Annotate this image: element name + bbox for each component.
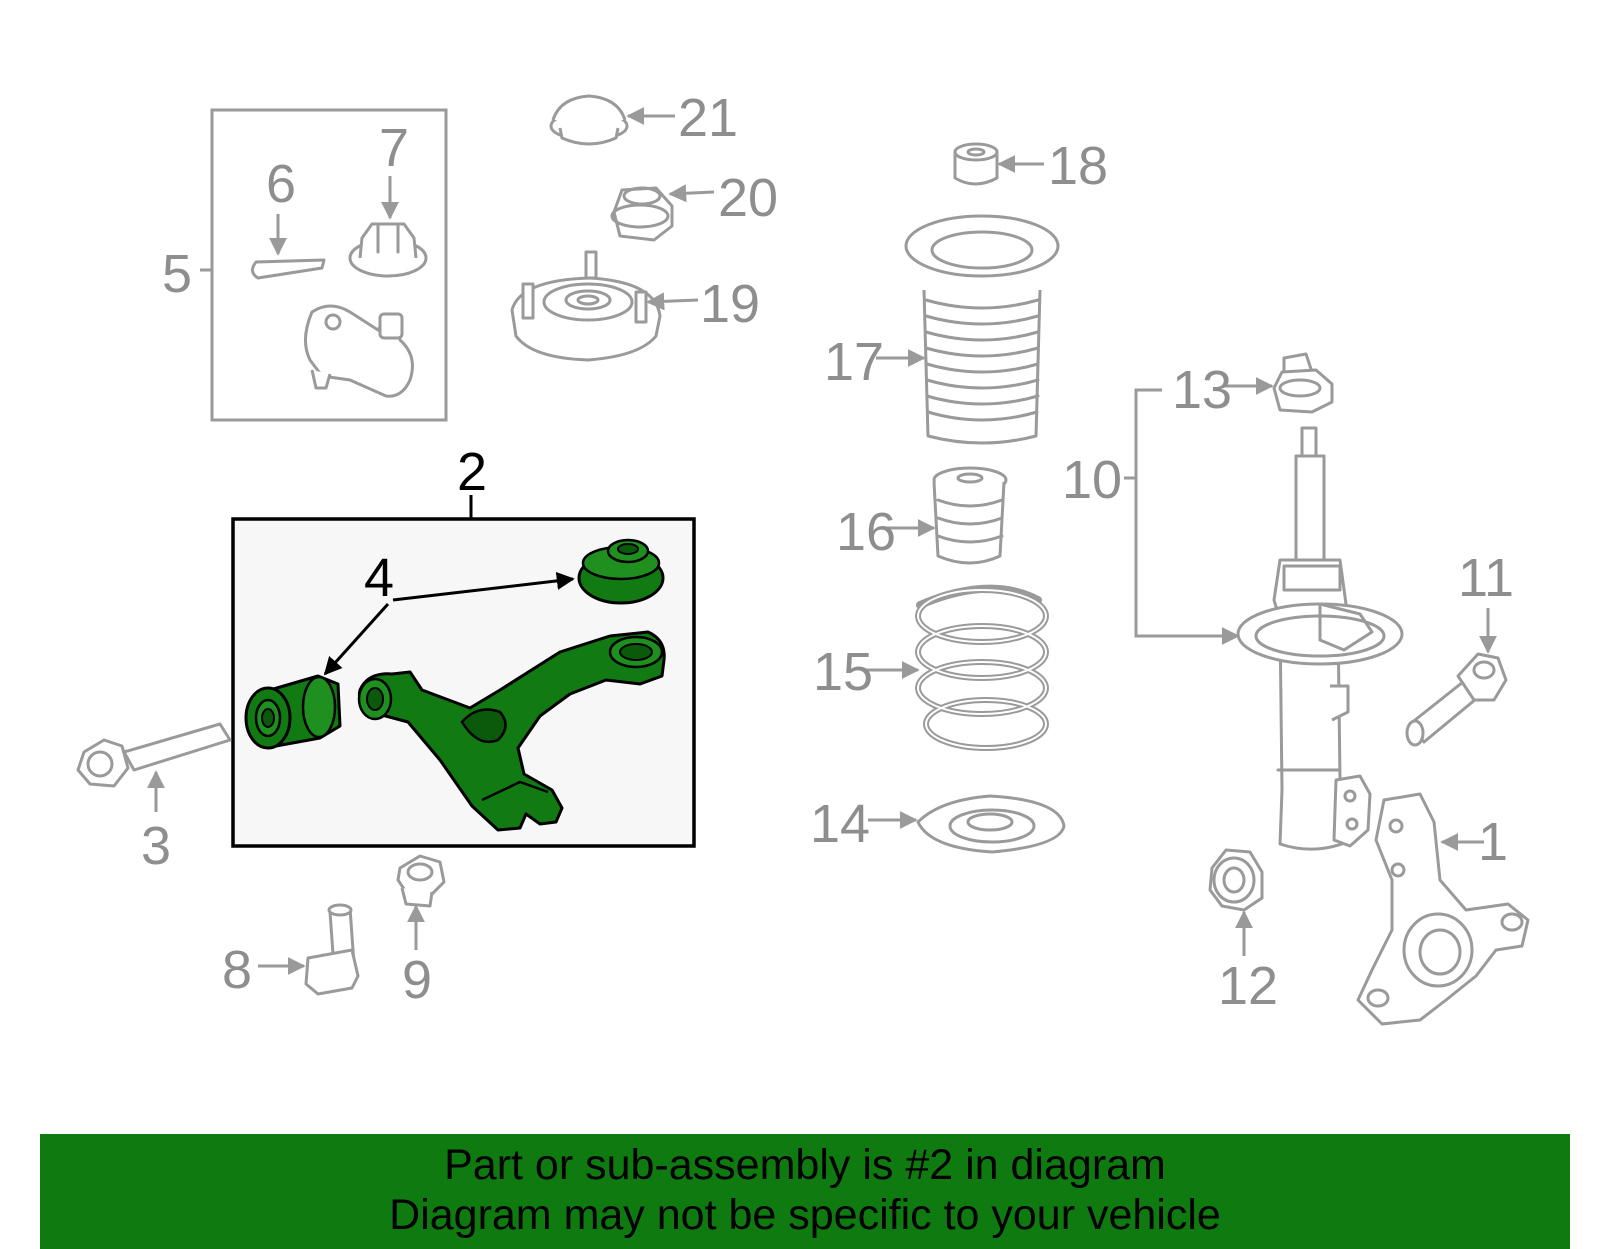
lower-control-arm-part: [357, 630, 666, 832]
info-banner: Part or sub-assembly is #2 in diagram Di…: [40, 1134, 1570, 1249]
bushing-part-18: [953, 142, 999, 186]
nut-part-9: [396, 854, 446, 908]
bolt-part-11: [1405, 652, 1508, 747]
castle-nut-part: [348, 222, 428, 278]
callout-15: 15: [813, 642, 873, 702]
callout-18: 18: [1048, 136, 1108, 196]
steering-knuckle-part-1: [1356, 792, 1530, 1026]
callout-16: 16: [836, 502, 896, 562]
ball-joint-part: [304, 304, 414, 398]
callout-5: 5: [162, 244, 192, 304]
dust-boot-part-17: [904, 214, 1060, 445]
strut-mount-part-19: [510, 250, 662, 362]
spring-seat-part-14: [916, 794, 1066, 854]
cotter-pin-part: [251, 258, 326, 280]
callout-19: 19: [700, 274, 760, 334]
leader-lines: [147, 107, 1497, 975]
nut-part-12: [1208, 848, 1264, 912]
callout-12: 12: [1218, 956, 1278, 1016]
callout-6: 6: [266, 154, 296, 214]
nut-part-20: [610, 186, 674, 242]
ball-joint-kit-box: [200, 108, 448, 422]
banner-line-1: Part or sub-assembly is #2 in diagram: [444, 1141, 1166, 1189]
callout-4: 4: [364, 548, 394, 608]
bolt-part-8: [304, 903, 360, 996]
callout-13: 13: [1172, 360, 1232, 420]
bolt-part-3: [76, 722, 232, 788]
strut-assembly-part-10: [1124, 388, 1404, 851]
front-bushing-part: [577, 538, 665, 605]
control-arm-box: [231, 495, 696, 848]
callout-9: 9: [402, 950, 432, 1010]
callout-8: 8: [222, 940, 252, 1000]
callout-20: 20: [718, 168, 778, 228]
callout-11: 11: [1458, 548, 1514, 608]
rear-bushing-part: [244, 674, 342, 750]
callout-1: 1: [1478, 812, 1508, 872]
nut-part-13: [1272, 352, 1334, 414]
callout-3: 3: [141, 816, 171, 876]
callout-21: 21: [678, 88, 738, 148]
callout-2: 2: [457, 442, 487, 502]
banner-line-2: Diagram may not be specific to your vehi…: [389, 1191, 1221, 1239]
coil-spring-part-15: [915, 584, 1049, 751]
bump-stop-part-16: [932, 466, 1008, 565]
cap-part-21: [549, 94, 629, 146]
callout-7: 7: [379, 118, 409, 178]
callout-14: 14: [810, 794, 870, 854]
callout-10: 10: [1062, 450, 1122, 510]
callout-17: 17: [824, 332, 884, 392]
